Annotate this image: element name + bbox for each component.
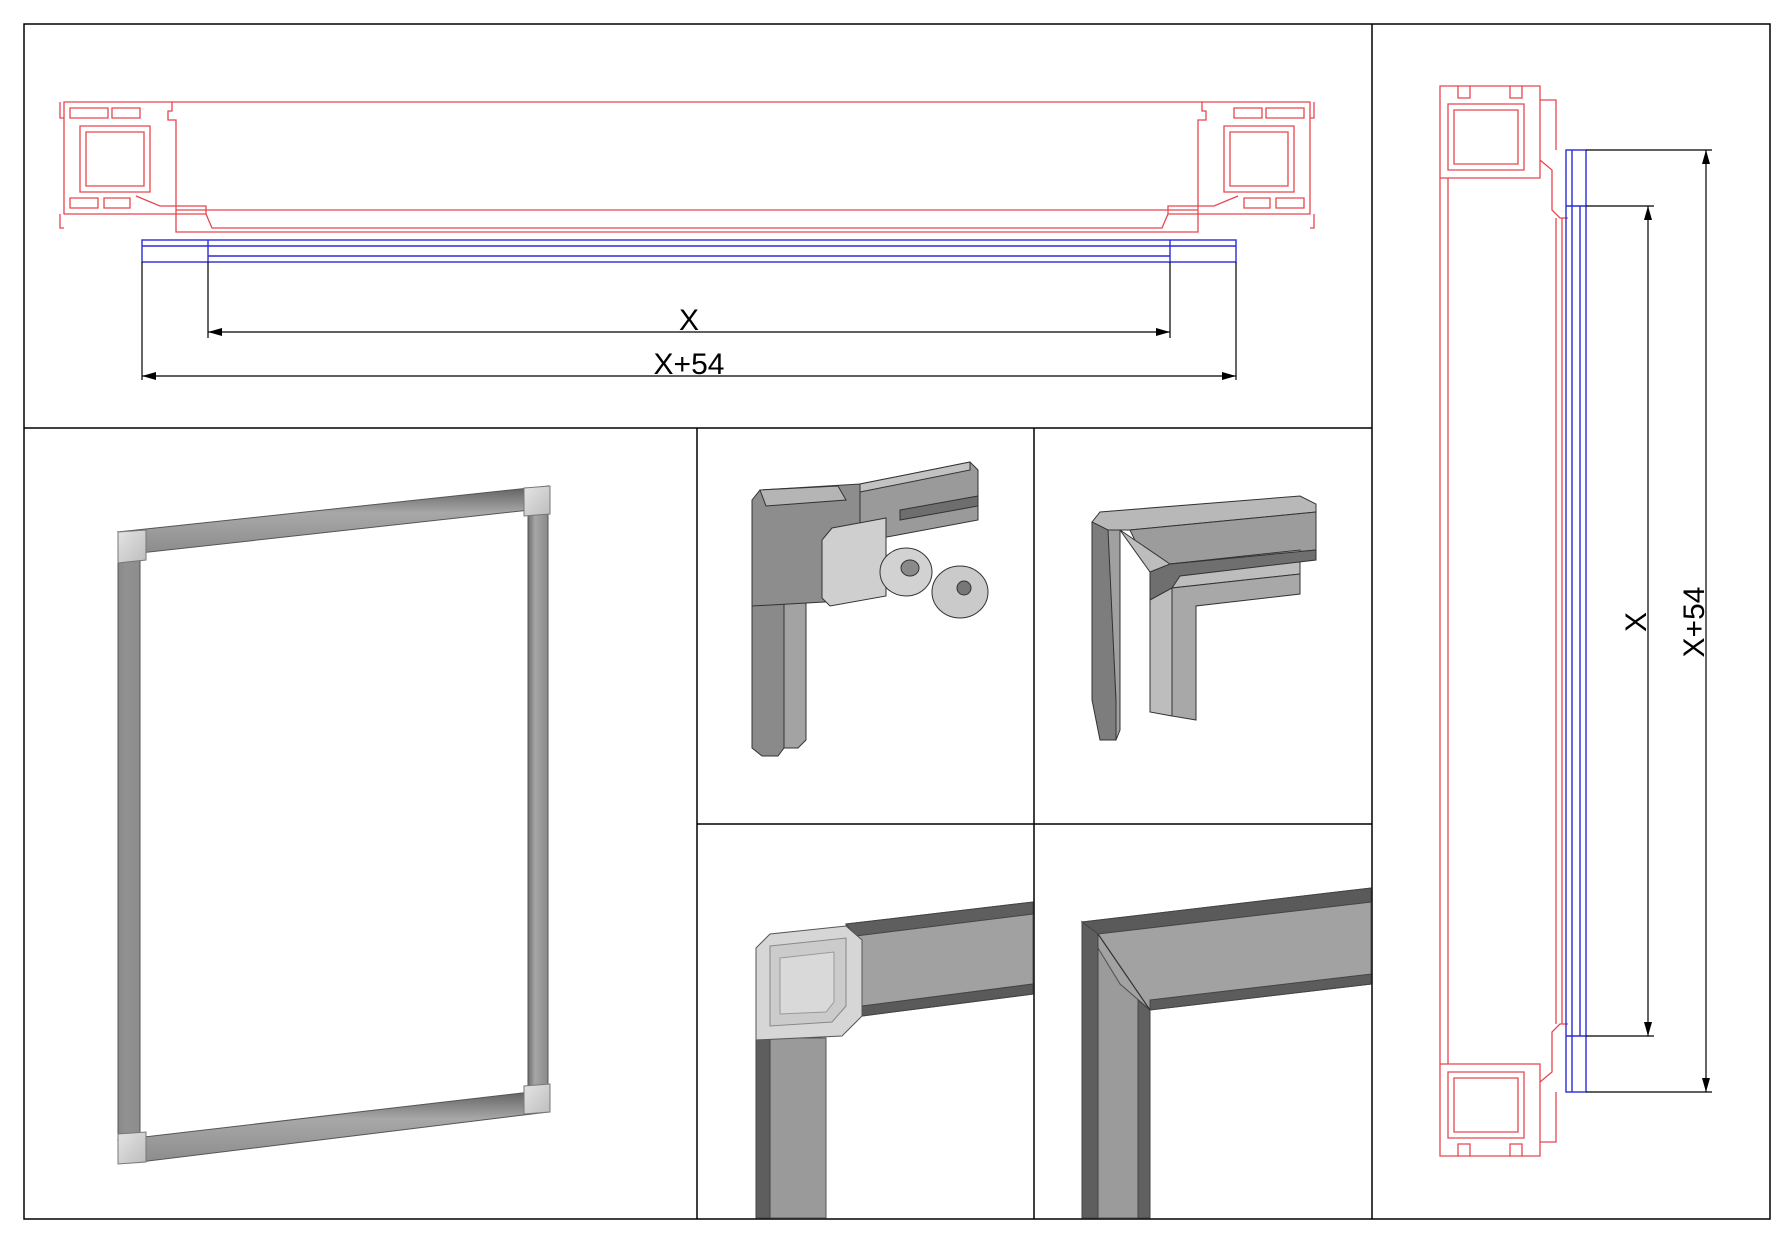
side-section-drawing: X X+54	[1439, 85, 1712, 1157]
top-section-drawing: X X+54	[59, 101, 1315, 381]
plastic-corner-joint-icon	[698, 825, 1034, 1219]
screen-profile-top	[141, 239, 1237, 263]
side-inner-dimension-label: X	[1620, 612, 1653, 632]
dimension-lines-top	[141, 262, 1237, 380]
dimension-lines-side	[1586, 149, 1712, 1093]
screen-profile-side	[1565, 149, 1587, 1093]
moulded-corner-piece-icon	[1091, 495, 1317, 741]
rectangular-screen-frame-icon	[116, 484, 551, 1165]
side-outer-dimension-label: X+54	[1678, 587, 1711, 658]
mitred-corner-joint-icon	[1035, 825, 1372, 1219]
top-inner-dimension-label: X	[679, 304, 699, 337]
frame-profile-side	[1439, 85, 1568, 1157]
top-outer-dimension-label: X+54	[654, 348, 725, 381]
corner-connector-with-spring-icon	[751, 461, 989, 757]
panel-borders	[23, 23, 1771, 1220]
frame-profile-top	[59, 101, 1315, 233]
